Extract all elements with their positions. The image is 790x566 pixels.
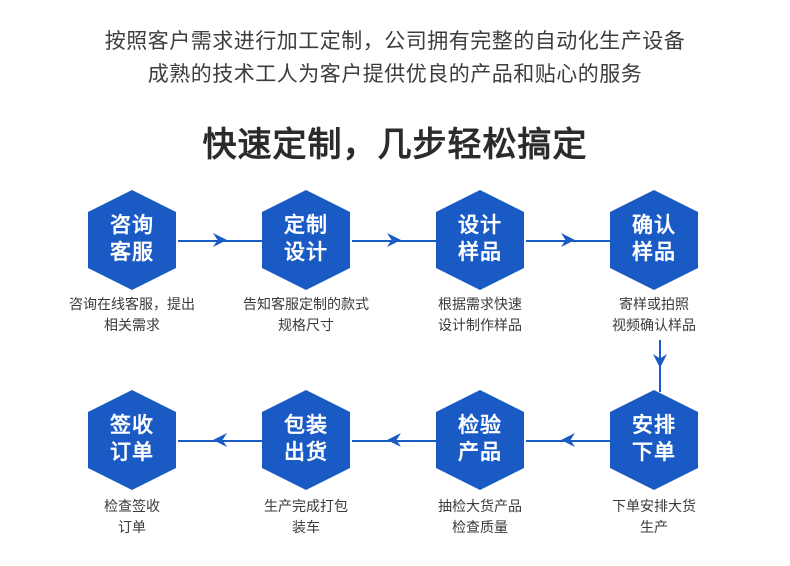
step-5-label-line2: 下单 — [632, 441, 676, 464]
flow-step-8[interactable]: 签收 订单 — [88, 390, 176, 490]
flow-step-1[interactable]: 咨询 客服 — [88, 190, 176, 290]
caption-step-2-line1: 告知客服定制的款式 — [243, 296, 369, 312]
caption-step-4-line1: 寄样或拍照 — [619, 296, 689, 312]
caption-step-3: 根据需求快速 设计制作样品 — [380, 294, 580, 336]
caption-step-7: 生产完成打包 装车 — [206, 496, 406, 538]
caption-step-5: 下单安排大货 生产 — [554, 496, 754, 538]
arrow-right-icon — [211, 231, 229, 249]
hexagon-step-7: 包装 出货 — [262, 390, 350, 490]
step-1-label-line2: 客服 — [110, 241, 154, 264]
caption-step-8-line2: 订单 — [118, 519, 146, 535]
arrow-left-icon — [211, 431, 229, 449]
arrow-down-4-to-5 — [650, 340, 670, 392]
hexagon-step-1: 咨询 客服 — [88, 190, 176, 290]
caption-step-1-line2: 相关需求 — [104, 317, 160, 333]
caption-step-5-line1: 下单安排大货 — [612, 498, 696, 514]
flow-step-4[interactable]: 确认 样品 — [610, 190, 698, 290]
caption-step-6-line1: 抽检大货产品 — [438, 498, 522, 514]
caption-step-8-line1: 检查签收 — [104, 498, 160, 514]
caption-step-7-line2: 装车 — [292, 519, 320, 535]
flow-step-3[interactable]: 设计 样品 — [436, 190, 524, 290]
arrow-right-1-to-2 — [178, 229, 262, 251]
hexagon-step-5: 安排 下单 — [610, 390, 698, 490]
hexagon-step-6: 检验 产品 — [436, 390, 524, 490]
step-6-label-line1: 检验 — [458, 414, 502, 438]
step-1-label-line1: 咨询 — [110, 214, 154, 238]
step-6-label-line2: 产品 — [458, 441, 502, 464]
step-7-label-line1: 包装 — [284, 414, 328, 438]
intro-line-1: 按照客户需求进行加工定制，公司拥有完整的自动化生产设备 — [104, 30, 686, 53]
step-3-label-line1: 设计 — [458, 214, 502, 238]
flow-step-2[interactable]: 定制 设计 — [262, 190, 350, 290]
flow-step-5[interactable]: 安排 下单 — [610, 390, 698, 490]
intro-line-2: 成熟的技术工人为客户提供优良的产品和贴心的服务 — [147, 62, 643, 86]
arrow-right-3-to-4 — [526, 229, 610, 251]
arrow-left-6-to-7 — [352, 429, 436, 451]
caption-step-2-line2: 规格尺寸 — [278, 317, 334, 333]
caption-step-8: 检查签收 订单 — [32, 496, 232, 538]
caption-step-6: 抽检大货产品 检查质量 — [380, 496, 580, 538]
step-4-label-line2: 样品 — [632, 241, 676, 264]
flow-row-1: 咨询 客服 定制 设计 — [0, 190, 790, 290]
caption-step-7-line1: 生产完成打包 — [264, 498, 348, 514]
flow-step-6[interactable]: 检验 产品 — [436, 390, 524, 490]
hexagon-step-3: 设计 样品 — [436, 190, 524, 290]
caption-row-2: 检查签收 订单 生产完成打包 装车 抽检大货产品 检查质量 下单安排大货 生产 — [0, 496, 790, 542]
step-2-label-line1: 定制 — [284, 214, 328, 238]
arrow-left-7-to-8 — [178, 429, 262, 451]
caption-step-5-line2: 生产 — [640, 519, 668, 535]
caption-step-6-line2: 检查质量 — [452, 519, 508, 535]
caption-step-4-line2: 视频确认样品 — [612, 317, 696, 333]
caption-step-3-line1: 根据需求快速 — [438, 296, 522, 312]
arrow-right-2-to-3 — [352, 229, 436, 251]
step-8-label-line2: 订单 — [110, 441, 154, 464]
arrow-left-icon — [385, 431, 403, 449]
step-2-label-line2: 设计 — [284, 241, 328, 264]
flow-row-2: 签收 订单 包装 出货 — [0, 390, 790, 490]
arrow-right-icon — [385, 231, 403, 249]
arrow-left-5-to-6 — [526, 429, 610, 451]
caption-step-1-line1: 咨询在线客服，提出 — [69, 296, 195, 312]
flow-row-2-nodes: 签收 订单 包装 出货 — [0, 390, 790, 490]
flow-step-7[interactable]: 包装 出货 — [262, 390, 350, 490]
page-title: 快速定制，几步轻松搞定 — [202, 126, 588, 165]
step-5-label-line1: 安排 — [632, 414, 676, 438]
arrow-right-icon — [559, 231, 577, 249]
caption-row-1: 咨询在线客服，提出 相关需求 告知客服定制的款式 规格尺寸 根据需求快速 设计制… — [0, 294, 790, 340]
step-4-label-line1: 确认 — [632, 214, 676, 238]
intro-block: 按照客户需求进行加工定制，公司拥有完整的自动化生产设备 成熟的技术工人为客户提供… — [0, 0, 790, 91]
arrow-left-icon — [559, 431, 577, 449]
step-7-label-line2: 出货 — [284, 441, 328, 464]
hexagon-step-8: 签收 订单 — [88, 390, 176, 490]
caption-step-2: 告知客服定制的款式 规格尺寸 — [206, 294, 406, 336]
step-8-label-line1: 签收 — [110, 414, 154, 438]
flow-row-1-nodes: 咨询 客服 定制 设计 — [0, 190, 790, 290]
arrow-down-icon — [651, 352, 669, 370]
caption-step-1: 咨询在线客服，提出 相关需求 — [32, 294, 232, 336]
caption-step-4: 寄样或拍照 视频确认样品 — [554, 294, 754, 336]
hexagon-step-4: 确认 样品 — [610, 190, 698, 290]
step-3-label-line2: 样品 — [458, 241, 502, 264]
hexagon-step-2: 定制 设计 — [262, 190, 350, 290]
caption-step-3-line2: 设计制作样品 — [438, 317, 522, 333]
